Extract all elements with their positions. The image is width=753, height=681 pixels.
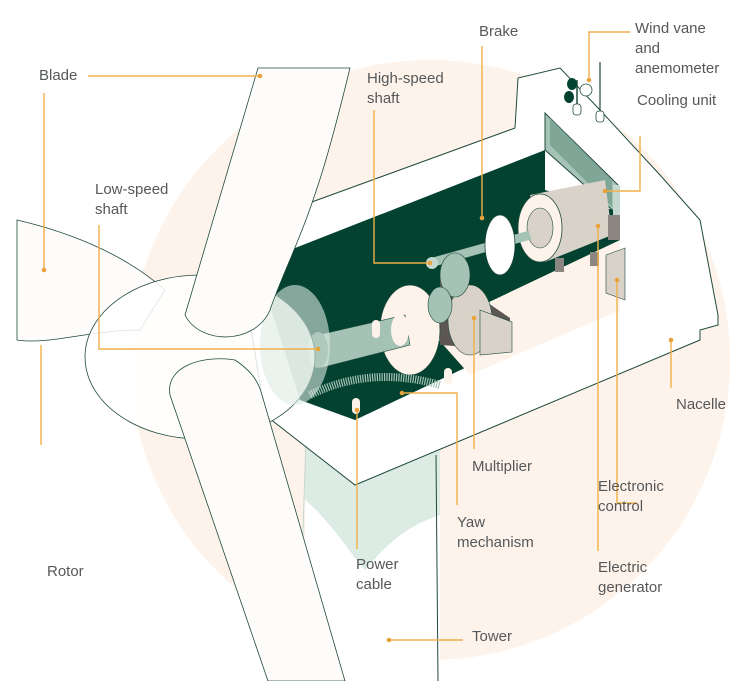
leader-yaw [402, 392, 458, 505]
rotor [16, 67, 351, 681]
electric-generator [517, 180, 620, 272]
leader-wind-vane [588, 31, 630, 80]
leader-high-speed-shaft [373, 110, 430, 264]
label-wind-vane: Wind vane and anemometer [635, 20, 720, 77]
multiplier-gearbox [379, 252, 513, 376]
label-nacelle: Nacelle [676, 396, 727, 413]
label-electric-generator: Electric generator [598, 559, 663, 596]
label-low-speed-shaft: Low-speed shaft [95, 181, 169, 218]
label-blade: Blade [39, 67, 78, 84]
leader-low-speed-shaft [98, 225, 318, 350]
label-rotor: Rotor [47, 563, 84, 580]
leader-dots [41, 73, 674, 643]
label-yaw-mechanism: Yaw mechanism [457, 514, 534, 551]
leader-cooling-unit [605, 136, 641, 192]
wind-vane-anemometer [564, 62, 605, 123]
leader-electronic-control [616, 280, 637, 504]
label-power-cable: Power cable [356, 556, 399, 593]
label-tower: Tower [472, 628, 513, 645]
label-electronic-control: Electronic control [598, 478, 664, 515]
leader-lines [40, 31, 672, 641]
label-cooling-unit: Cooling unit [637, 92, 717, 109]
label-high-speed-shaft: High-speed shaft [367, 70, 444, 107]
label-brake: Brake [479, 23, 519, 40]
label-multiplier: Multiplier [472, 458, 533, 475]
